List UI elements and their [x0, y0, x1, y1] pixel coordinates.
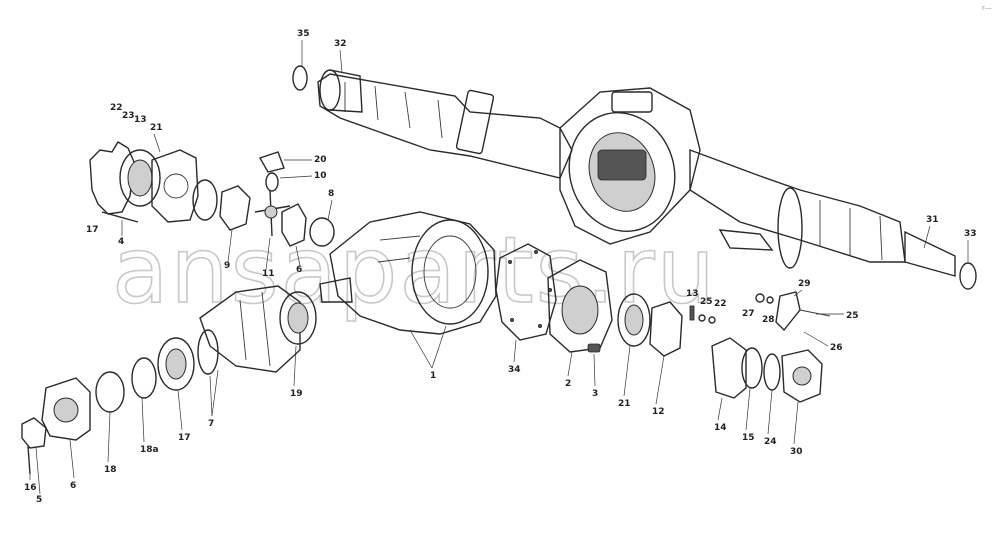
- callout-13: 13: [134, 115, 147, 125]
- callout-24: 24: [764, 437, 777, 447]
- callout-23: 23: [122, 111, 135, 121]
- callout-18a: 18a: [140, 445, 159, 455]
- callout-labels: 35 32 22 23 13 21 20 10 8 17 4 9 11 6 31…: [24, 29, 977, 505]
- callout-32: 32: [334, 39, 347, 49]
- corner-mark: r—: [982, 4, 992, 12]
- callout-21: 21: [150, 123, 163, 133]
- callout-11: 11: [262, 269, 275, 279]
- callout-3: 3: [592, 389, 598, 399]
- callout-19: 19: [290, 389, 303, 399]
- callout-35: 35: [297, 29, 310, 39]
- callout-5: 5: [36, 495, 42, 505]
- callout-21-low: 21: [618, 399, 631, 409]
- callout-28: 28: [762, 315, 775, 325]
- watermark-text: ansaparts.ru: [112, 217, 717, 324]
- callout-30: 30: [790, 447, 803, 457]
- drive-flange: [21, 377, 91, 475]
- small-fasteners: [689, 291, 831, 332]
- callout-12: 12: [652, 407, 665, 417]
- callout-22: 22: [110, 103, 123, 113]
- planetary-gear-pack: [711, 337, 823, 403]
- callout-31: 31: [926, 215, 939, 225]
- final-drive-carrier: [319, 211, 497, 335]
- callout-34: 34: [508, 365, 521, 375]
- axle-housing: [292, 65, 977, 290]
- callout-26: 26: [830, 343, 843, 353]
- callout-1: 1: [430, 371, 436, 381]
- callout-33: 33: [964, 229, 977, 239]
- callout-22-right: 22: [714, 299, 727, 309]
- hub-reduction-housing: [199, 285, 317, 373]
- callout-25-right: 25: [700, 297, 713, 307]
- callout-7: 7: [208, 419, 214, 429]
- callout-25-far: 25: [846, 311, 859, 321]
- callout-14: 14: [714, 423, 727, 433]
- callout-4: 4: [118, 237, 124, 247]
- callout-17-top: 17: [86, 225, 99, 235]
- callout-6-top: 6: [296, 265, 302, 275]
- seal-rings: [95, 329, 219, 413]
- pinion-bearings: [617, 293, 683, 357]
- callout-8-top: 8: [328, 189, 334, 199]
- callout-13-right: 13: [686, 289, 699, 299]
- pinion-housing-flange: [547, 259, 613, 353]
- callout-17-low: 17: [178, 433, 191, 443]
- callout-6-low: 6: [70, 481, 76, 491]
- callout-18: 18: [104, 465, 117, 475]
- callout-10: 10: [314, 171, 327, 181]
- callout-29: 29: [798, 279, 811, 289]
- callout-27: 27: [742, 309, 755, 319]
- gasket: [495, 243, 557, 341]
- callout-9: 9: [224, 261, 230, 271]
- callout-20: 20: [314, 155, 327, 165]
- callout-15: 15: [742, 433, 755, 443]
- differential-cage-assembly: [89, 141, 335, 247]
- callout-16: 16: [24, 483, 37, 493]
- callout-2: 2: [565, 379, 571, 389]
